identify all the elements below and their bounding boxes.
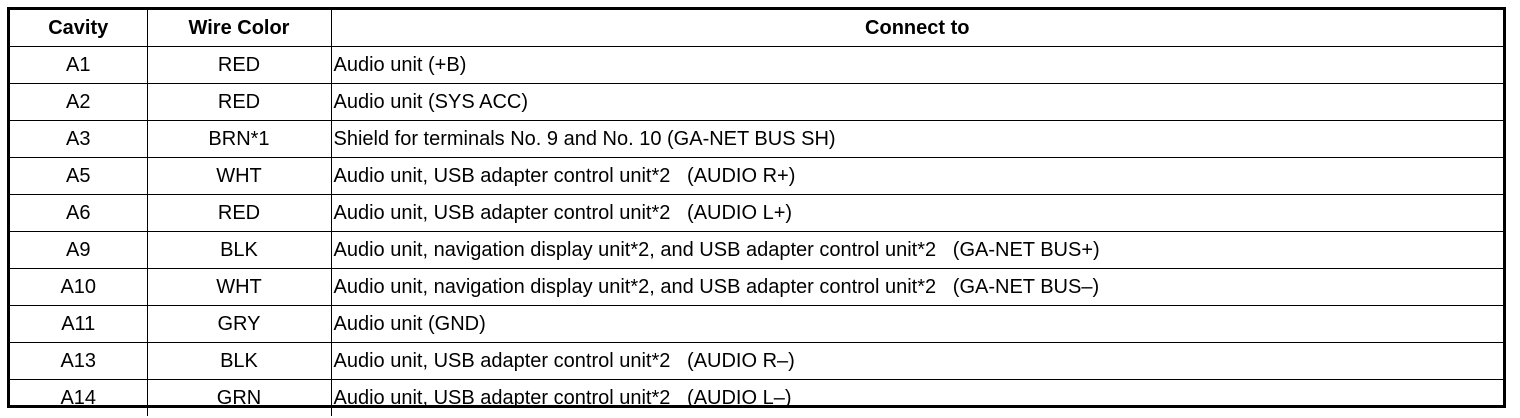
cell-wire-color: RED <box>146 83 332 121</box>
cell-connect-to: Audio unit, USB adapter control unit*2 (… <box>330 194 1503 232</box>
table-row: A1 RED Audio unit (+B) <box>10 46 1503 84</box>
table-header-row: Cavity Wire Color Connect to <box>10 10 1503 47</box>
cell-cavity: A11 <box>10 305 148 343</box>
cell-cavity: A6 <box>10 194 148 232</box>
table-row: A10 WHT Audio unit, navigation display u… <box>10 268 1503 306</box>
cell-wire-color: WHT <box>146 268 332 306</box>
cell-connect-to: Shield for terminals No. 9 and No. 10 (G… <box>330 120 1503 158</box>
connector-pinout-table: Cavity Wire Color Connect to A1 RED Audi… <box>10 10 1503 416</box>
header-wire-color: Wire Color <box>146 10 332 47</box>
cell-connect-to: Audio unit, USB adapter control unit*2 (… <box>330 379 1503 416</box>
cell-cavity: A13 <box>10 342 148 380</box>
table-row: A2 RED Audio unit (SYS ACC) <box>10 83 1503 121</box>
cell-wire-color: GRY <box>146 305 332 343</box>
table-row: A9 BLK Audio unit, navigation display un… <box>10 231 1503 269</box>
table-row: A3 BRN*1 Shield for terminals No. 9 and … <box>10 120 1503 158</box>
cell-wire-color: RED <box>146 46 332 84</box>
header-cavity: Cavity <box>10 10 148 47</box>
table-row: A14 GRN Audio unit, USB adapter control … <box>10 379 1503 416</box>
cell-cavity: A3 <box>10 120 148 158</box>
header-connect-to: Connect to <box>330 10 1503 47</box>
cell-wire-color: BLK <box>146 231 332 269</box>
cell-connect-to: Audio unit (SYS ACC) <box>330 83 1503 121</box>
cell-wire-color: GRN <box>146 379 332 416</box>
table-row: A11 GRY Audio unit (GND) <box>10 305 1503 343</box>
cell-cavity: A9 <box>10 231 148 269</box>
cell-connect-to: Audio unit, navigation display unit*2, a… <box>330 268 1503 306</box>
cell-wire-color: BLK <box>146 342 332 380</box>
table-row: A13 BLK Audio unit, USB adapter control … <box>10 342 1503 380</box>
cell-wire-color: BRN*1 <box>146 120 332 158</box>
cell-wire-color: WHT <box>146 157 332 195</box>
cell-cavity: A14 <box>10 379 148 416</box>
table-row: A6 RED Audio unit, USB adapter control u… <box>10 194 1503 232</box>
table-row: A5 WHT Audio unit, USB adapter control u… <box>10 157 1503 195</box>
cell-cavity: A2 <box>10 83 148 121</box>
cell-cavity: A10 <box>10 268 148 306</box>
cell-connect-to: Audio unit, USB adapter control unit*2 (… <box>330 342 1503 380</box>
cell-cavity: A5 <box>10 157 148 195</box>
connector-table: Cavity Wire Color Connect to A1 RED Audi… <box>7 7 1506 416</box>
cell-connect-to: Audio unit, USB adapter control unit*2 (… <box>330 157 1503 195</box>
cell-wire-color: RED <box>146 194 332 232</box>
cell-cavity: A1 <box>10 46 148 84</box>
cell-connect-to: Audio unit (GND) <box>330 305 1503 343</box>
cell-connect-to: Audio unit, navigation display unit*2, a… <box>330 231 1503 269</box>
cell-connect-to: Audio unit (+B) <box>330 46 1503 84</box>
